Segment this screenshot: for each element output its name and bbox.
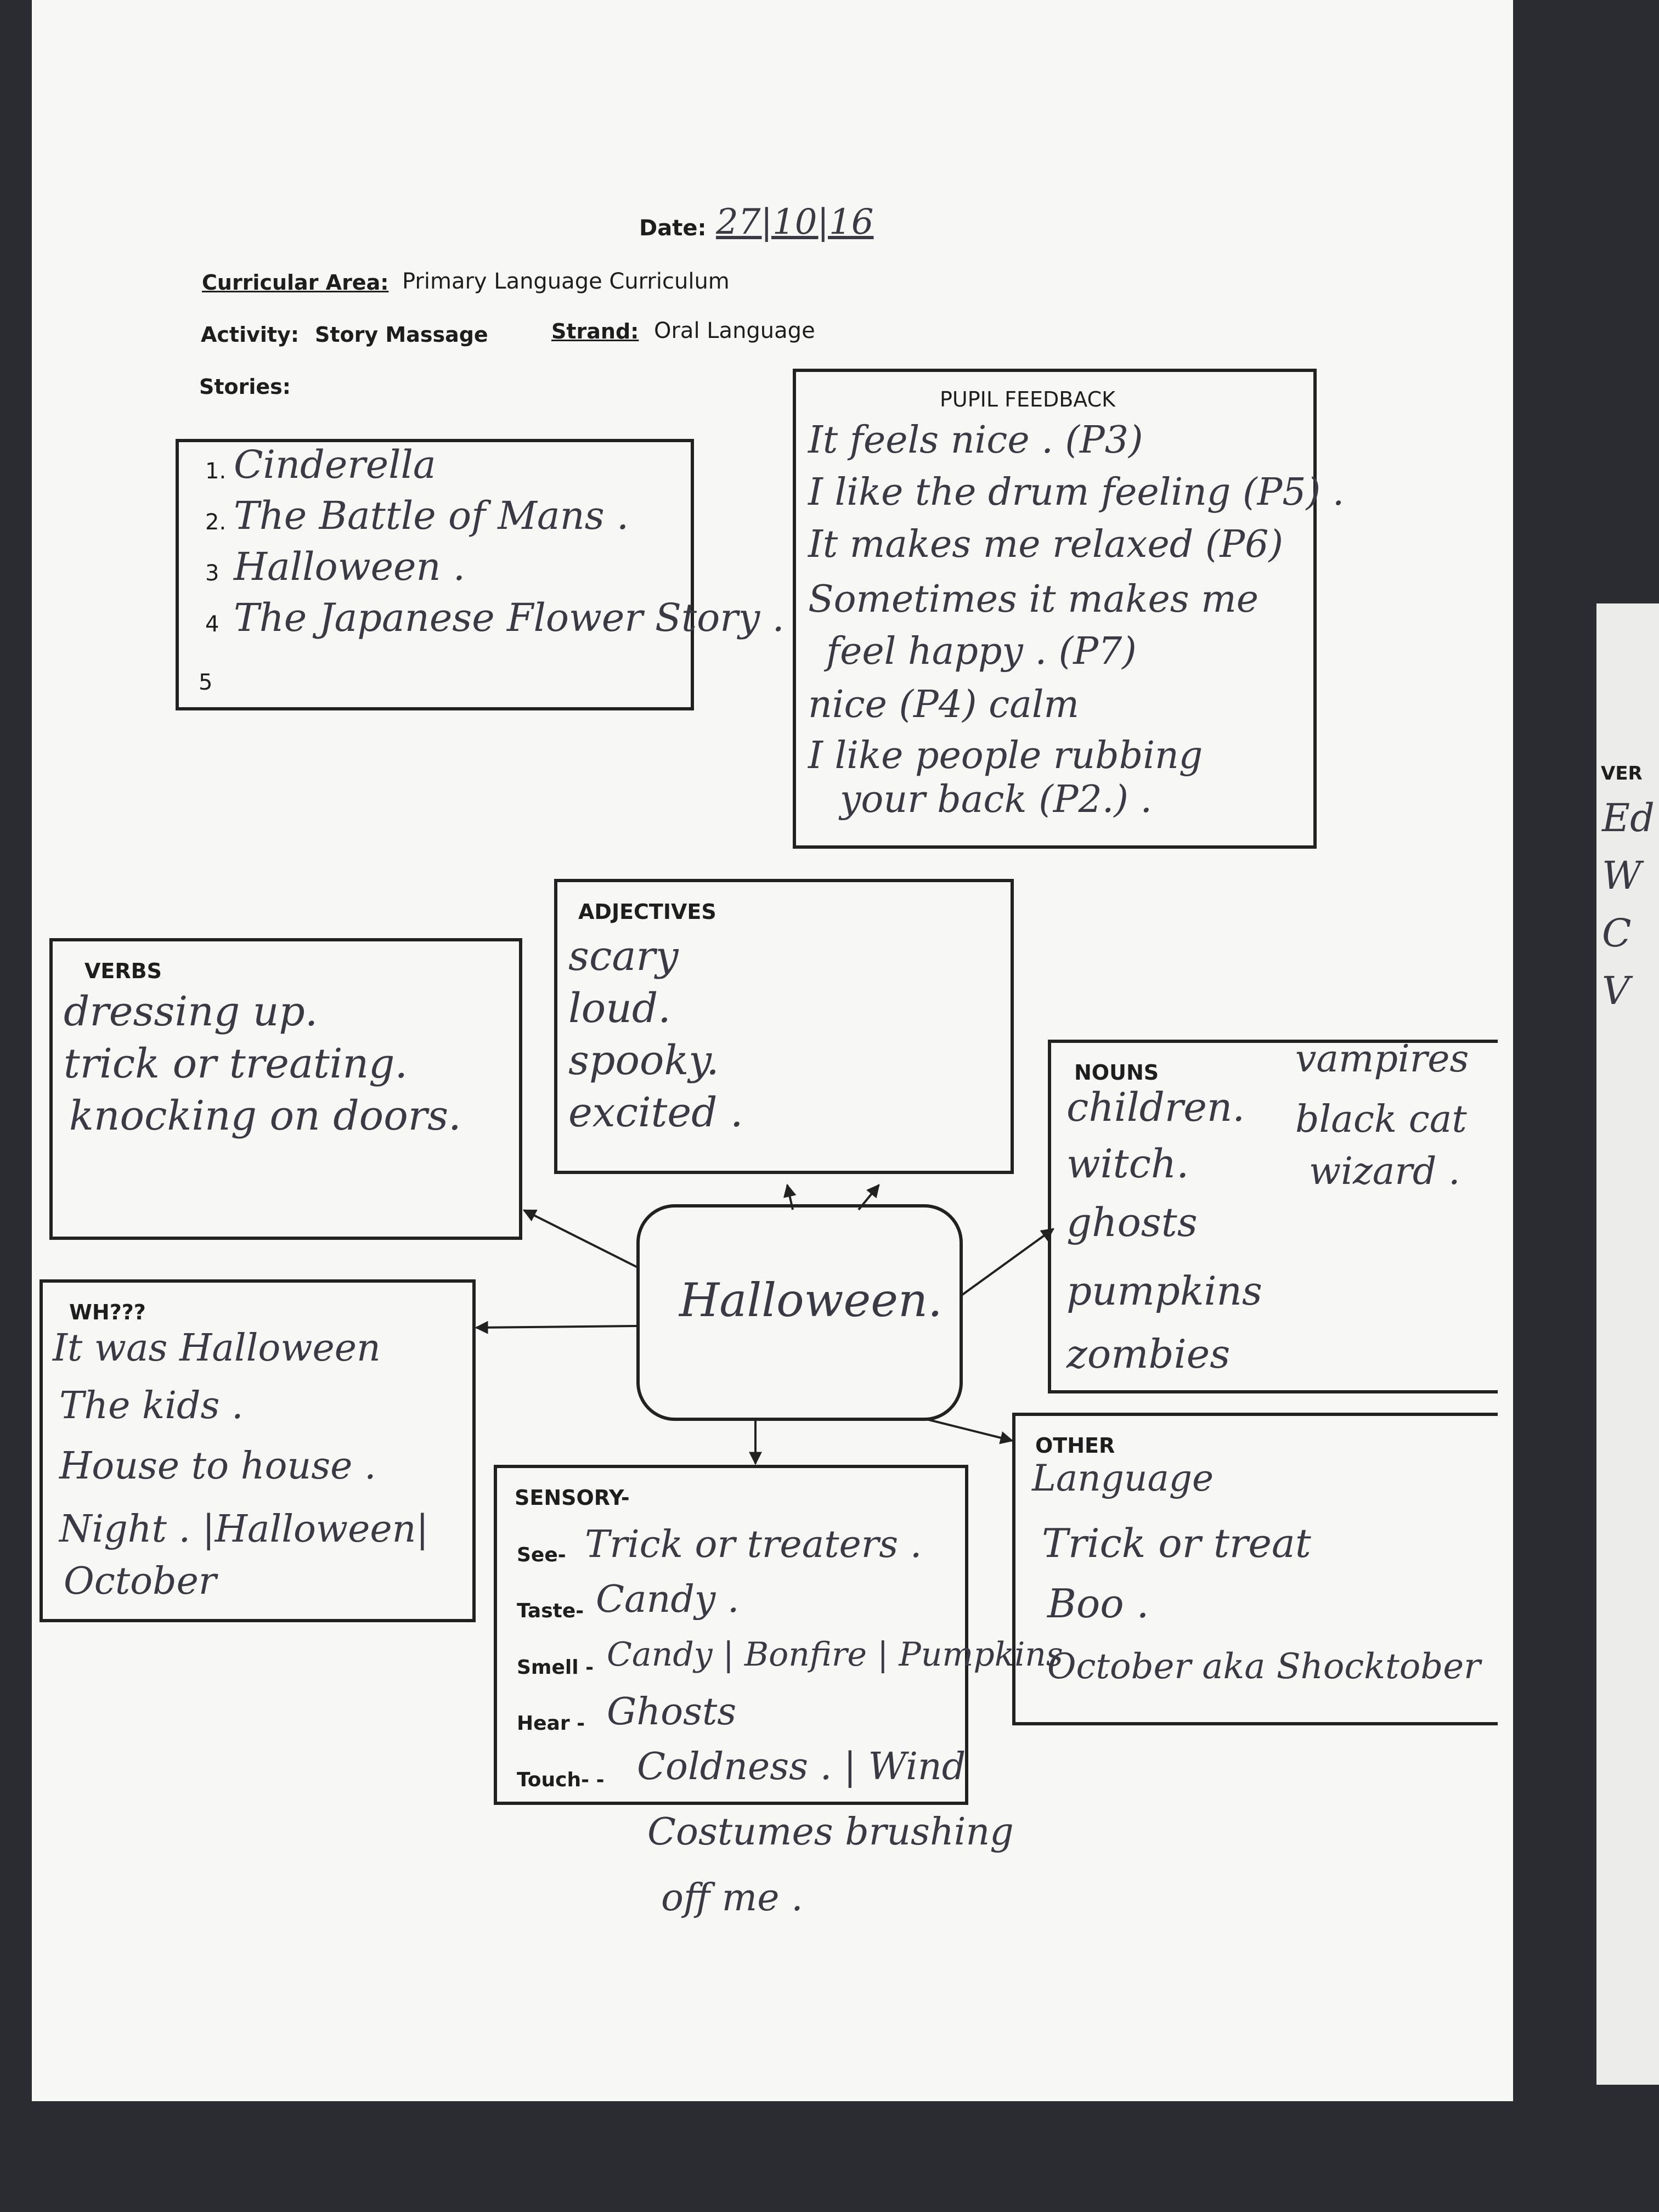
adjectives-item: scary [568,933,679,980]
story-number: 2. [205,510,227,535]
nouns-title: NOUNS [1074,1060,1159,1085]
date-value: 27|10|16 [716,202,874,242]
adjectives-box: ADJECTIVES scary loud. spooky. excited . [554,879,1014,1174]
feedback-line: I like people rubbing [808,734,1203,777]
nouns-item: pumpkins [1066,1268,1262,1314]
wh-title: WH??? [69,1300,146,1324]
second-sheet-letter: Ed [1602,795,1655,840]
center-topic-text: Halloween. [679,1273,943,1327]
story-number: 3 [205,561,219,586]
activity-label: Activity: [201,323,300,347]
feedback-line: It feels nice . (P3) [808,419,1143,462]
story-number: 4 [205,612,219,637]
arrow-to-wh [475,1321,637,1334]
nouns-box: NOUNS children. witch. ghosts pumpkins z… [1048,1037,1498,1393]
adjectives-title: ADJECTIVES [578,900,716,924]
wh-item: Night . |Halloween| [59,1508,429,1551]
story-title: Cinderella [234,442,436,487]
feedback-line: I like the drum feeling (P5) . [808,471,1345,514]
feedback-line: feel happy . (P7) [826,630,1137,673]
story-title: Halloween . [234,544,466,589]
verbs-item: dressing up. [64,988,318,1035]
stories-box: 1. Cinderella 2. The Battle of Mans . 3 … [176,439,785,710]
sensory-row-value: Candy . [596,1578,740,1621]
arrow-to-other [924,1418,1014,1444]
nouns-item: ghosts [1066,1199,1198,1245]
story-number: 1. [205,459,227,484]
wh-item: The kids . [59,1384,244,1427]
second-sheet-letter: C [1602,911,1632,956]
second-sheet-letter: W [1602,853,1641,898]
arrow-to-verbs [522,1209,638,1268]
pupil-feedback-box: PUPIL FEEDBACK It feels nice . (P3) I li… [793,369,1344,849]
curricular-area-label: Curricular Area: [202,270,389,295]
wh-item: It was Halloween [53,1327,381,1370]
other-item: October aka Shocktober [1047,1646,1481,1687]
strand-label: Strand: [551,319,639,343]
strand-value: Oral Language [654,318,815,343]
adjectives-item: loud. [568,985,671,1032]
verbs-box: VERBS dressing up. trick or treating. kn… [49,938,522,1240]
other-item: Trick or treat [1042,1520,1311,1566]
sensory-row-label: Touch- - [517,1769,605,1791]
feedback-line: nice (P4) calm [808,683,1080,726]
other-box: OTHER Language Trick or treat Boo . Octo… [1012,1413,1498,1725]
nouns-extra-item: vampires [1295,1037,1469,1081]
other-item: Boo . [1047,1581,1149,1627]
sensory-row-value: Candy | Bonfire | Pumpkins [607,1635,1063,1674]
nouns-item: witch. [1066,1141,1189,1187]
verbs-item: trick or treating. [64,1040,408,1087]
sensory-row-value: Trick or treaters . [585,1523,922,1566]
nouns-item: children. [1066,1084,1245,1130]
stories-label: Stories: [199,375,291,399]
sensory-touch-continued: Costumes brushing [647,1810,1014,1854]
sensory-row-label: See- [517,1544,566,1566]
story-title: The Japanese Flower Story . [234,595,785,640]
activity-value: Story Massage [315,323,488,347]
verbs-item: knocking on doors. [69,1092,461,1139]
story-number: 5 [199,670,213,695]
nouns-item: zombies [1066,1331,1231,1377]
sensory-row-value: Ghosts [607,1690,737,1734]
worksheet-page [32,0,1513,2101]
curricular-area-value: Primary Language Curriculum [402,269,730,294]
verbs-title: VERBS [84,959,162,983]
sensory-title: SENSORY- [515,1486,630,1510]
arrow-to-nouns [959,1228,1054,1297]
feedback-line: Sometimes it makes me [808,578,1259,621]
pupil-feedback-title: PUPIL FEEDBACK [940,387,1116,411]
feedback-line: It makes me relaxed (P6) [808,523,1283,566]
second-sheet: VER Ed W C V [1596,603,1659,2085]
nouns-extra-item: wizard . [1309,1150,1460,1193]
sensory-row-label: Smell - [517,1656,594,1679]
adjectives-item: excited . [568,1089,743,1136]
wh-item: House to house . [59,1444,376,1488]
other-item: Language [1032,1457,1214,1499]
center-topic-box: Halloween. [636,1204,963,1421]
sensory-row-label: Hear - [517,1712,585,1735]
wh-item: October [64,1560,217,1603]
sensory-row-label: Taste- [517,1600,584,1622]
second-sheet-label: VER [1601,763,1643,785]
second-sheet-letter: V [1602,968,1630,1013]
sensory-row-value: Coldness . | Wind [637,1745,966,1788]
sensory-box: SENSORY- See- Trick or treaters . Taste-… [494,1465,1063,1805]
feedback-line: your back (P2.) . [840,778,1153,821]
other-title: OTHER [1035,1434,1115,1458]
story-title: The Battle of Mans . [234,493,629,538]
date-label: Date: [639,216,707,241]
adjectives-item: spooky. [568,1037,719,1084]
wh-box: WH??? It was Halloween The kids . House … [40,1279,476,1622]
nouns-extra-item: black cat [1295,1098,1467,1141]
sensory-touch-continued: off me . [661,1876,803,1920]
